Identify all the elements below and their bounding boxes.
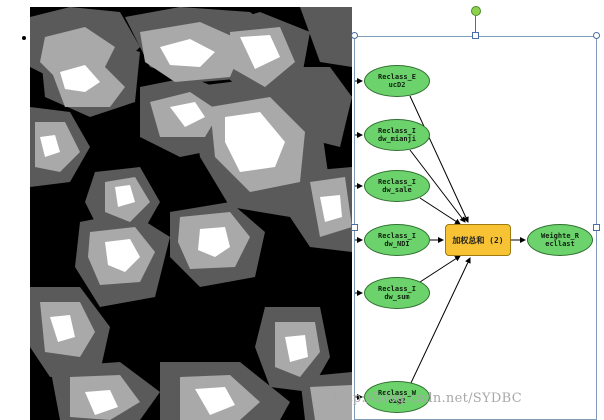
output-node-weighted-reclass[interactable]: Weighte_R ecllast [527,224,593,256]
raster-map [30,7,352,420]
input-node-reclass-idw-mianji[interactable]: Reclass_I dw_mianji [364,119,430,151]
output-node-label: Weighte_R ecllast [541,232,579,248]
input-node-label: Reclass_I dw_mianji [378,127,416,143]
input-node-label: Reclass_W eig2 [378,389,416,405]
resize-handle-top-right[interactable] [593,32,600,39]
tool-node-weighted-sum[interactable]: 加权总和 (2) [445,224,511,256]
list-bullet [22,36,26,40]
raster-map-image [30,7,352,420]
resize-handle-top-left[interactable] [351,32,358,39]
input-node-reclass-eucd2[interactable]: Reclass_E ucD2 [364,65,430,97]
resize-handle-top[interactable] [472,32,479,39]
input-node-reclass-idw-sum[interactable]: Reclass_I dw_sum [364,277,430,309]
input-node-label: Reclass_I dw_NDI [378,232,416,248]
tool-node-label: 加权总和 (2) [452,235,504,245]
rotation-line [475,16,476,36]
watermark-text: http://blog.csdn.net/SYDBC [333,391,522,406]
rotation-handle[interactable] [471,6,481,16]
input-node-label: Reclass_I dw_sum [378,285,416,301]
resize-handle-right[interactable] [593,224,600,231]
input-node-label: Reclass_I dw_sale [378,178,416,194]
resize-handle-left[interactable] [351,224,358,231]
input-node-reclass-weig2[interactable]: Reclass_W eig2 [364,381,430,413]
input-node-reclass-idw-sale[interactable]: Reclass_I dw_sale [364,170,430,202]
input-node-reclass-idw-ndi[interactable]: Reclass_I dw_NDI [364,224,430,256]
input-node-label: Reclass_E ucD2 [378,73,416,89]
